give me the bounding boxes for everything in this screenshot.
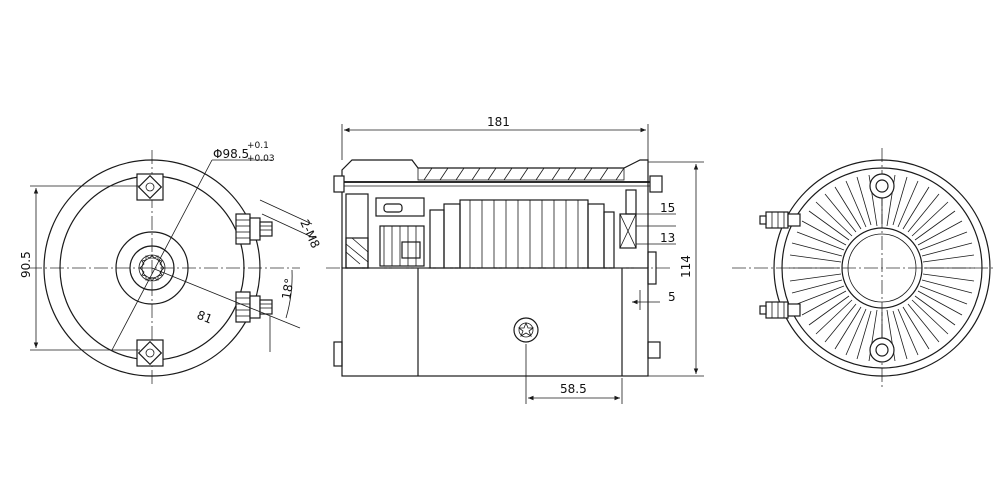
flange-height-label: 90.5: [19, 251, 33, 278]
front-bracket: [345, 193, 369, 269]
thread-label: 2-M8: [297, 217, 322, 250]
front-hub-outer: [115, 231, 189, 305]
front-outer-circle: [43, 159, 261, 377]
rear-terminal-upper: [759, 211, 801, 229]
tie-rod-nut-right: [649, 175, 663, 193]
rear-outer-circle: [773, 159, 991, 377]
commutator-block: [379, 225, 425, 267]
diameter-label: Φ98.5: [213, 147, 249, 161]
rear-rim-circle: [781, 167, 983, 369]
angle-label: 18°: [279, 277, 296, 300]
diameter-tol-lower: +0.03: [247, 154, 275, 164]
rear-mount-boss-top: [869, 173, 895, 199]
bottom-mount-boss: [136, 339, 164, 367]
side-view: 181: [326, 115, 704, 404]
housing-lower-half: [341, 267, 649, 377]
rear-view: [732, 148, 994, 390]
angle-leader-line: [151, 267, 301, 329]
commutator-ring: [401, 241, 421, 259]
front-bearing-hatch: [345, 237, 369, 265]
front-hub-inner: [129, 245, 175, 291]
terminal-stud-lower: [235, 291, 273, 323]
shell-hatching: [417, 167, 625, 181]
front-view: Φ98.5 +0.1 +0.03 2-M8 18° 81 90.5: [19, 141, 323, 386]
rear-hub-inner: [847, 233, 917, 303]
front-boss-lower: [333, 341, 343, 367]
brush-holder: [375, 197, 425, 217]
diameter-tol-upper: +0.1: [247, 141, 269, 151]
dim-13-label: 13: [660, 231, 675, 245]
shaft-end: [647, 251, 657, 285]
rear-hub-circle: [841, 227, 923, 309]
rear-stud-lower: [647, 341, 661, 359]
diameter-leader-line: [111, 159, 213, 351]
armature: [429, 199, 615, 269]
brush: [383, 203, 403, 213]
dim-5-label: 5: [668, 290, 676, 304]
thread-leader-2: [261, 213, 315, 239]
dim-15-label: 15: [660, 201, 675, 215]
thread-leader-1: [259, 199, 313, 225]
rear-terminal-lower: [759, 301, 801, 319]
terminal-stud-upper: [235, 213, 273, 245]
overall-length-label: 181: [487, 115, 510, 129]
spline-shaft: [138, 254, 166, 282]
height-label: 114: [679, 255, 693, 278]
radius-label: 81: [195, 308, 214, 327]
rear-spacer: [625, 189, 637, 215]
housing-screw: [513, 317, 539, 343]
rear-mount-boss-bottom: [869, 337, 895, 363]
angle-arc: [285, 269, 293, 319]
top-mount-boss: [136, 173, 164, 201]
offset-label: 58.5: [560, 382, 587, 396]
tie-rod-nut-left: [333, 175, 345, 193]
